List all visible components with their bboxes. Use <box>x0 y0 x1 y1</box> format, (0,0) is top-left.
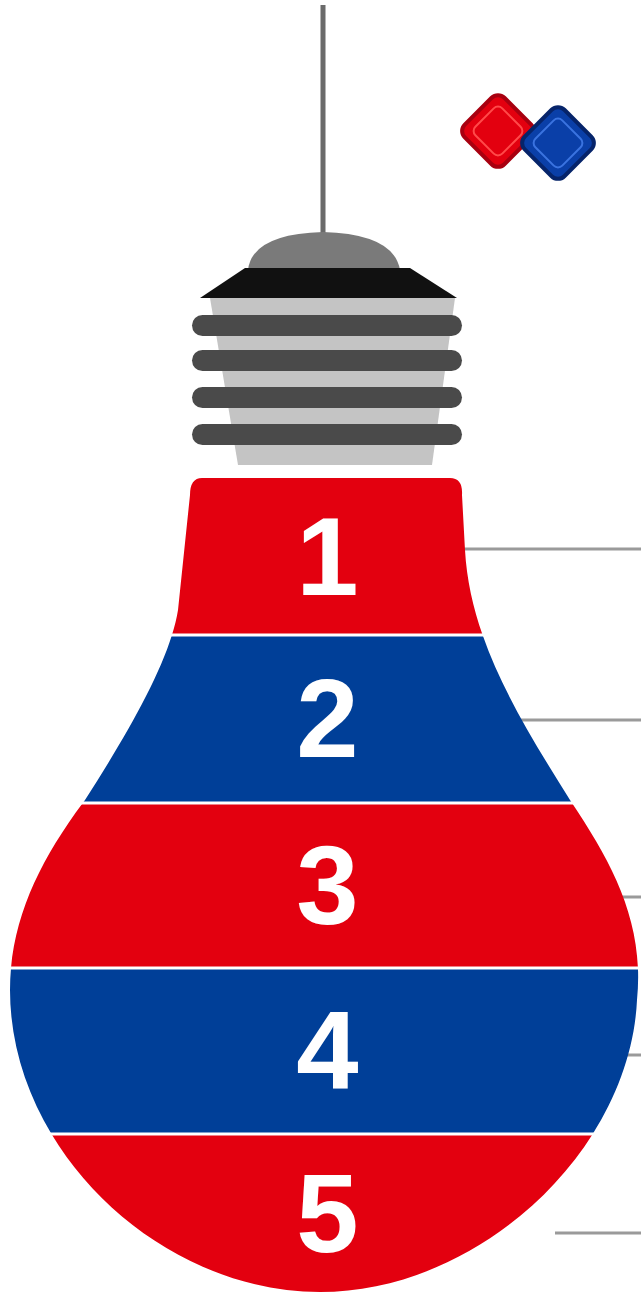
logo-red-highlight <box>471 104 525 158</box>
separator <box>80 802 575 805</box>
thread <box>192 387 462 408</box>
bulb-band: 2 <box>0 635 641 803</box>
logo <box>458 91 597 182</box>
band-fill <box>0 968 641 1134</box>
thread <box>192 350 462 371</box>
callout-number: 1 <box>0 478 641 635</box>
thread <box>192 424 462 445</box>
callout-number: 4 <box>0 968 641 1134</box>
bulb-band: 1 <box>0 478 641 635</box>
cap-dome <box>248 232 400 270</box>
bulb-band: 4 <box>0 968 641 1134</box>
separator <box>5 967 641 970</box>
logo-red-diamond <box>458 91 537 170</box>
leader-line <box>555 1232 641 1235</box>
band-fill <box>0 478 641 635</box>
band-fill <box>0 1134 641 1293</box>
band-fill <box>0 803 641 968</box>
bulb-band: 5 <box>0 1134 641 1293</box>
leader-line <box>505 719 641 722</box>
bulb-band: 3 <box>0 803 641 968</box>
thread <box>192 315 462 336</box>
callout-number: 3 <box>0 803 641 968</box>
callout-number: 2 <box>0 635 641 803</box>
cap-collar <box>200 268 457 298</box>
band-fill <box>0 635 641 803</box>
separator <box>170 634 485 637</box>
separator <box>40 1133 615 1136</box>
callout-number: 5 <box>0 1134 641 1293</box>
logo-blue-diamond <box>518 103 597 182</box>
logo-blue-highlight <box>531 116 585 170</box>
cord <box>321 5 326 236</box>
leader-line <box>462 548 641 551</box>
